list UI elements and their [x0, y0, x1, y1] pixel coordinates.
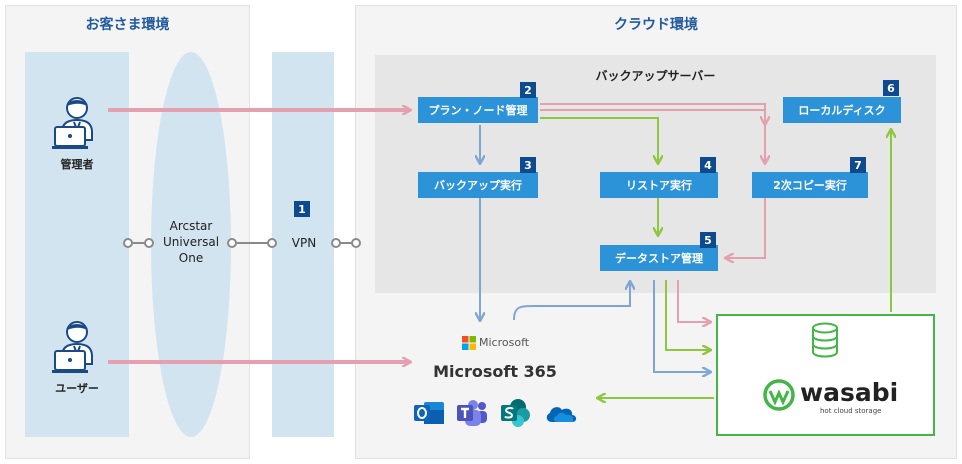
database-icon [812, 322, 838, 358]
secondary-copy-box: 2次コピー実行 [752, 172, 868, 198]
arcstar-label: Arcstar Universal One [162, 219, 220, 265]
plan-to-localdisk-arrow [540, 103, 765, 124]
restore-number-badge: 4 [700, 157, 716, 173]
local-disk-box: ローカルディスク [783, 97, 901, 123]
microsoft-logo-icon [462, 336, 476, 350]
cloud-environment-title: クラウド環境 [614, 17, 698, 33]
microsoft-brand-label: Microsoft [479, 336, 530, 349]
user-label: ユーザー [55, 382, 99, 395]
outlook-icon [414, 402, 444, 424]
teams-icon [457, 400, 487, 426]
plan-number-badge: 2 [520, 82, 536, 98]
backup-server-title: バックアップサーバー [595, 69, 716, 83]
sharepoint-icon [501, 399, 530, 427]
datastore-to-wasabi-green-arrow [665, 280, 710, 350]
customer-environment-title: お客さま環境 [85, 17, 170, 33]
user-person-icon [52, 321, 93, 373]
vpn-number-badge: 1 [294, 201, 310, 217]
localdisk-number-badge: 6 [883, 80, 899, 96]
plan-to-restore-arrow [540, 117, 658, 163]
admin-person-icon [52, 97, 93, 149]
datastore-management-box: データストア管理 [600, 245, 718, 271]
datastore-number-badge: 5 [700, 232, 716, 248]
wasabi-tagline: hot cloud storage [820, 407, 882, 415]
vpn-strip [272, 52, 334, 437]
onedrive-icon [546, 407, 577, 422]
m365-to-datastore-arrow [513, 282, 630, 321]
network-line [123, 238, 361, 248]
plan-node-management-box: プラン・ノード管理 [418, 97, 538, 123]
restore-execution-box: リストア実行 [600, 172, 718, 198]
arcstar-ellipse [151, 52, 231, 437]
wasabi-logo-icon [763, 379, 795, 411]
datastore-to-wasabi-blue-arrow [653, 280, 710, 372]
wasabi-storage-box [716, 314, 935, 436]
datastore-to-wasabi-pink-arrow [677, 280, 710, 322]
copy-to-datastore-arrow [726, 198, 766, 258]
admin-label: 管理者 [60, 158, 94, 171]
plan-to-copy-arrow [540, 109, 765, 163]
copy-number-badge: 7 [850, 157, 866, 173]
backup-number-badge: 3 [520, 157, 536, 173]
vpn-label: VPN [291, 236, 317, 250]
backup-execution-box: バックアップ実行 [418, 172, 538, 198]
wasabi-wordmark: wasabi [800, 378, 899, 407]
microsoft-365-label: Microsoft 365 [433, 362, 557, 381]
